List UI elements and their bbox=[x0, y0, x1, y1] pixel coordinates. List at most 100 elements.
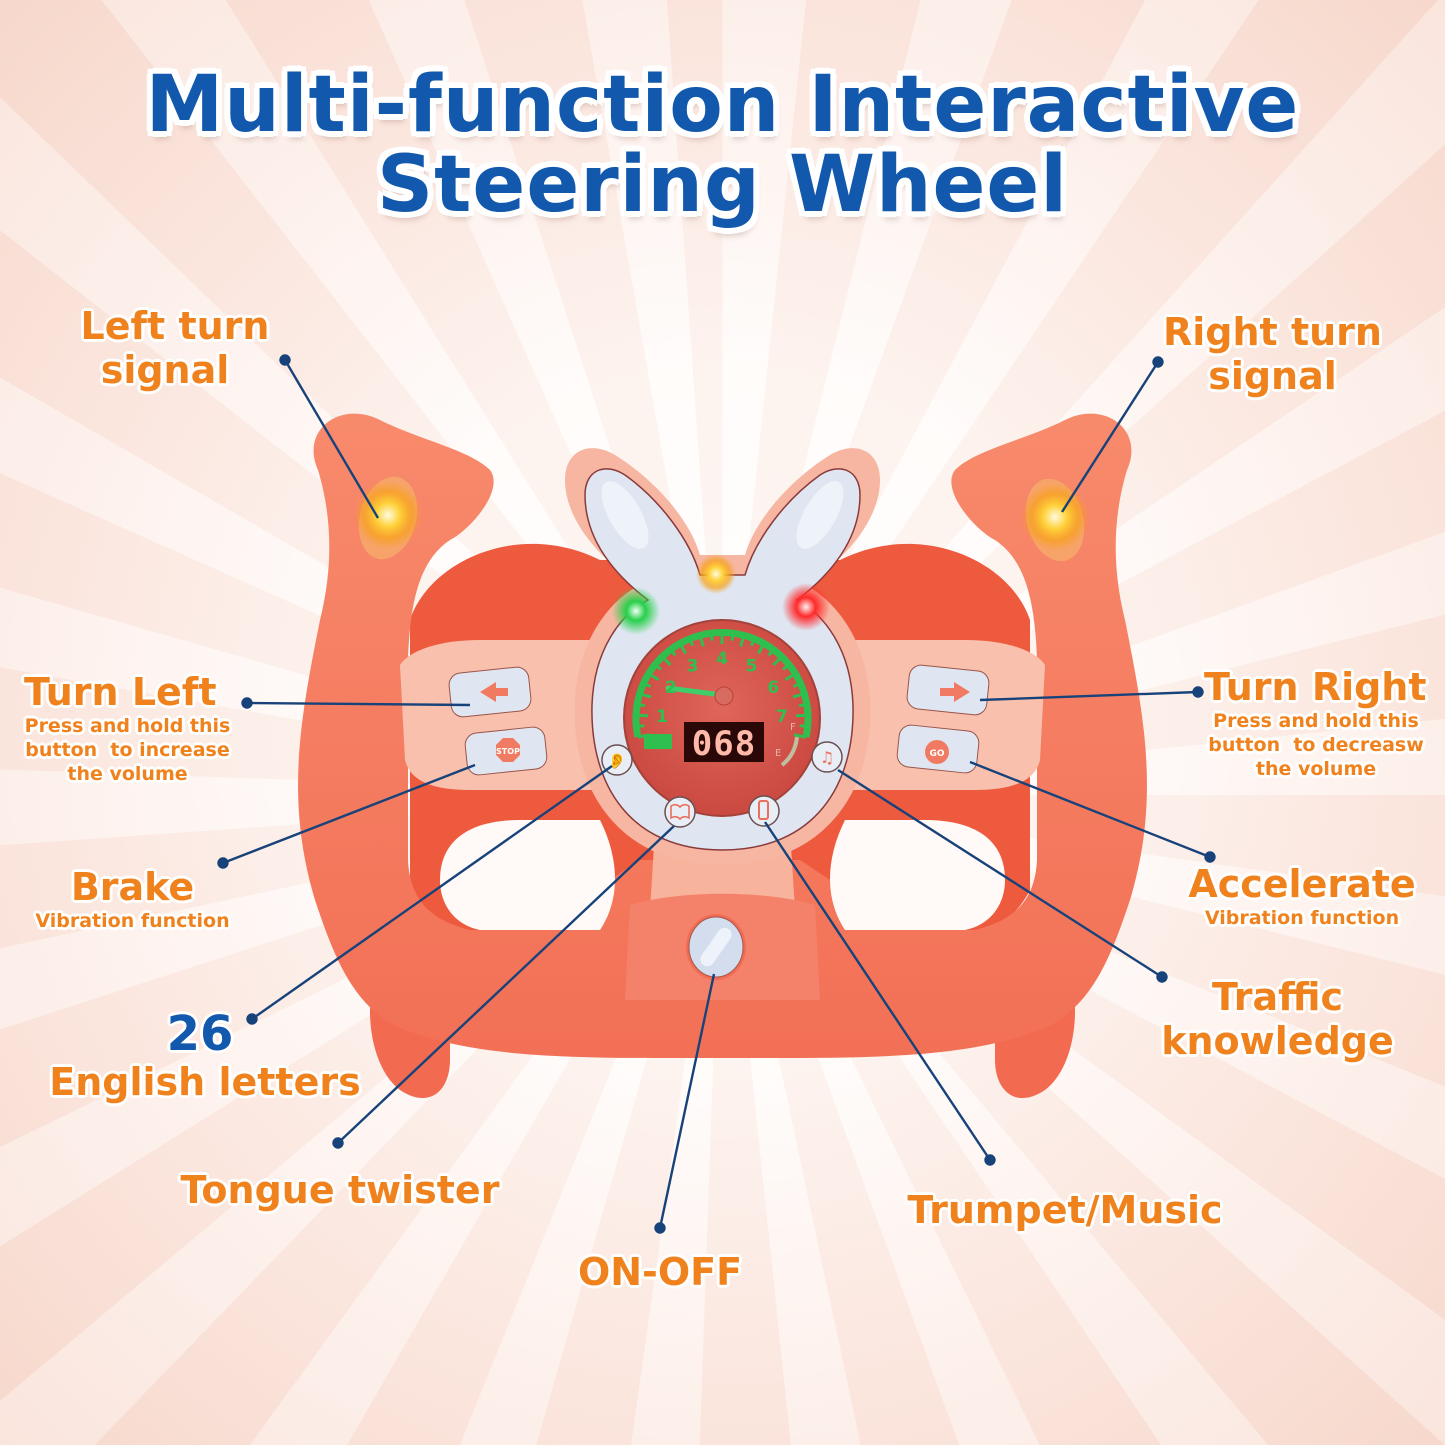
gauge-tick bbox=[698, 634, 705, 647]
gauge-tick bbox=[639, 692, 652, 699]
gauge-tick bbox=[730, 632, 735, 641]
speed-gauge bbox=[623, 619, 821, 817]
gauge-tick bbox=[749, 637, 756, 647]
gauge-ticks bbox=[635, 632, 809, 739]
label-left-turn-signal: Left turn signal bbox=[55, 304, 295, 392]
gauge-number: 6 bbox=[767, 678, 779, 698]
stop-label: STOP bbox=[496, 747, 520, 756]
wheel-gap-right bbox=[830, 820, 1005, 930]
fuel-gauge bbox=[780, 736, 799, 767]
digital-display-value: 068 bbox=[692, 724, 756, 764]
gauge-number: 4 bbox=[716, 649, 728, 669]
label-turn-left-desc1: Press and hold this bbox=[24, 715, 231, 737]
gauge-tick bbox=[688, 637, 695, 647]
label-right-turn-signal-line1: Right turn bbox=[1163, 310, 1382, 354]
label-brake-title: Brake bbox=[70, 865, 195, 909]
gauge-tick bbox=[739, 634, 746, 647]
gauge-tick bbox=[647, 672, 660, 682]
gauge-tick bbox=[798, 702, 808, 708]
label-right-turn-signal-line2: signal bbox=[1208, 354, 1337, 398]
green-light bbox=[612, 587, 660, 635]
brake-stop-button[interactable]: STOP bbox=[464, 726, 548, 776]
label-turn-right-desc1: Press and hold this bbox=[1213, 710, 1419, 732]
label-traffic-knowledge: Traffic knowledge bbox=[1150, 975, 1405, 1063]
bunny-ear-right-shine bbox=[796, 481, 844, 549]
gauge-tick bbox=[799, 724, 808, 728]
ear-sound-icon: 👂 bbox=[608, 752, 627, 770]
traffic-knowledge-button[interactable] bbox=[748, 795, 780, 827]
label-english-letters: 26 English letters bbox=[40, 1008, 370, 1104]
label-turn-right-desc2: button to decreasw bbox=[1208, 734, 1424, 756]
gauge-tick bbox=[792, 692, 805, 699]
label-english-letters-text: English letters bbox=[49, 1060, 361, 1104]
gauge-tick bbox=[767, 648, 775, 657]
fuel-full-label: F bbox=[790, 722, 796, 733]
label-accelerate: Accelerate Vibration function bbox=[1182, 862, 1422, 930]
label-english-letters-number: 26 bbox=[166, 1006, 234, 1062]
gauge-tick bbox=[772, 655, 783, 666]
left-turn-signal-glow bbox=[354, 481, 422, 549]
right-turn-signal-glow bbox=[1021, 483, 1089, 551]
music-note-icon: ♫ bbox=[820, 748, 834, 767]
gauge-tick bbox=[784, 672, 797, 682]
gauge-tick bbox=[642, 681, 652, 688]
go-label: GO bbox=[929, 749, 944, 759]
phone-icon bbox=[758, 800, 769, 820]
leader-lines bbox=[217, 354, 1216, 1234]
left-arrow-icon bbox=[480, 682, 508, 702]
book-icon bbox=[670, 803, 690, 821]
label-traffic-knowledge-line2: knowledge bbox=[1161, 1019, 1394, 1063]
gauge-tick bbox=[653, 663, 662, 671]
label-trumpet-music: Trumpet/Music bbox=[907, 1188, 1223, 1232]
label-traffic-knowledge-line1: Traffic bbox=[1211, 975, 1344, 1019]
label-turn-right: Turn Right Press and hold this button to… bbox=[1196, 665, 1436, 781]
page-title-line-2: Steering Wheel bbox=[376, 140, 1069, 230]
label-turn-right-desc3: the volume bbox=[1255, 758, 1377, 780]
gauge-tick bbox=[757, 642, 766, 655]
gauge-tick bbox=[709, 632, 714, 641]
label-accelerate-desc: Vibration function bbox=[1204, 907, 1400, 929]
go-sign-icon bbox=[925, 740, 949, 764]
red-light bbox=[782, 583, 830, 631]
bunny-ear-left-shine bbox=[601, 481, 649, 549]
label-brake: Brake Vibration function bbox=[25, 865, 240, 933]
label-on-off: ON-OFF bbox=[577, 1250, 743, 1294]
stop-sign-icon bbox=[496, 738, 520, 762]
gauge-tick bbox=[782, 663, 791, 671]
tongue-twister-button[interactable] bbox=[664, 796, 696, 828]
label-brake-desc: Vibration function bbox=[35, 910, 230, 932]
gauge-needle-hub bbox=[714, 686, 734, 706]
page-title-line-1: Multi-function Interactive bbox=[145, 60, 1300, 150]
gauge-number: 2 bbox=[665, 678, 677, 698]
label-left-turn-signal-line1: Left turn bbox=[80, 304, 270, 348]
label-right-turn-signal: Right turn signal bbox=[1150, 310, 1395, 398]
on-off-knob[interactable] bbox=[686, 914, 746, 980]
trumpet-music-button[interactable]: ♫ bbox=[811, 741, 843, 773]
label-accelerate-title: Accelerate bbox=[1188, 862, 1416, 906]
digital-display-panel bbox=[684, 722, 764, 762]
label-left-turn-signal-line2: signal bbox=[100, 348, 230, 392]
gauge-tick bbox=[636, 724, 645, 728]
turn-right-button[interactable] bbox=[906, 664, 990, 716]
battery-indicator bbox=[644, 734, 672, 749]
yellow-light bbox=[696, 554, 736, 594]
gauge-tick bbox=[792, 681, 802, 688]
gauge-number: 3 bbox=[687, 657, 699, 677]
gauge-number: 7 bbox=[776, 707, 788, 727]
wheel-left-pod bbox=[400, 640, 600, 790]
gauge-number: 1 bbox=[656, 707, 668, 727]
turn-left-button[interactable] bbox=[448, 666, 532, 718]
label-turn-left: Turn Left Press and hold this button to … bbox=[10, 670, 245, 786]
gauge-tick bbox=[678, 642, 687, 655]
gauge-tick bbox=[669, 648, 677, 657]
label-tongue-twister: Tongue twister bbox=[180, 1168, 500, 1212]
gauge-needle bbox=[665, 685, 725, 698]
gauge-number: 5 bbox=[745, 657, 757, 677]
gauge-tick bbox=[636, 702, 646, 708]
gauge-tick bbox=[793, 733, 807, 739]
gauge-tick bbox=[661, 655, 672, 666]
right-arrow-icon bbox=[940, 682, 970, 702]
label-turn-left-desc2: button to increase bbox=[25, 739, 230, 761]
accelerate-go-button[interactable]: GO bbox=[896, 724, 980, 774]
